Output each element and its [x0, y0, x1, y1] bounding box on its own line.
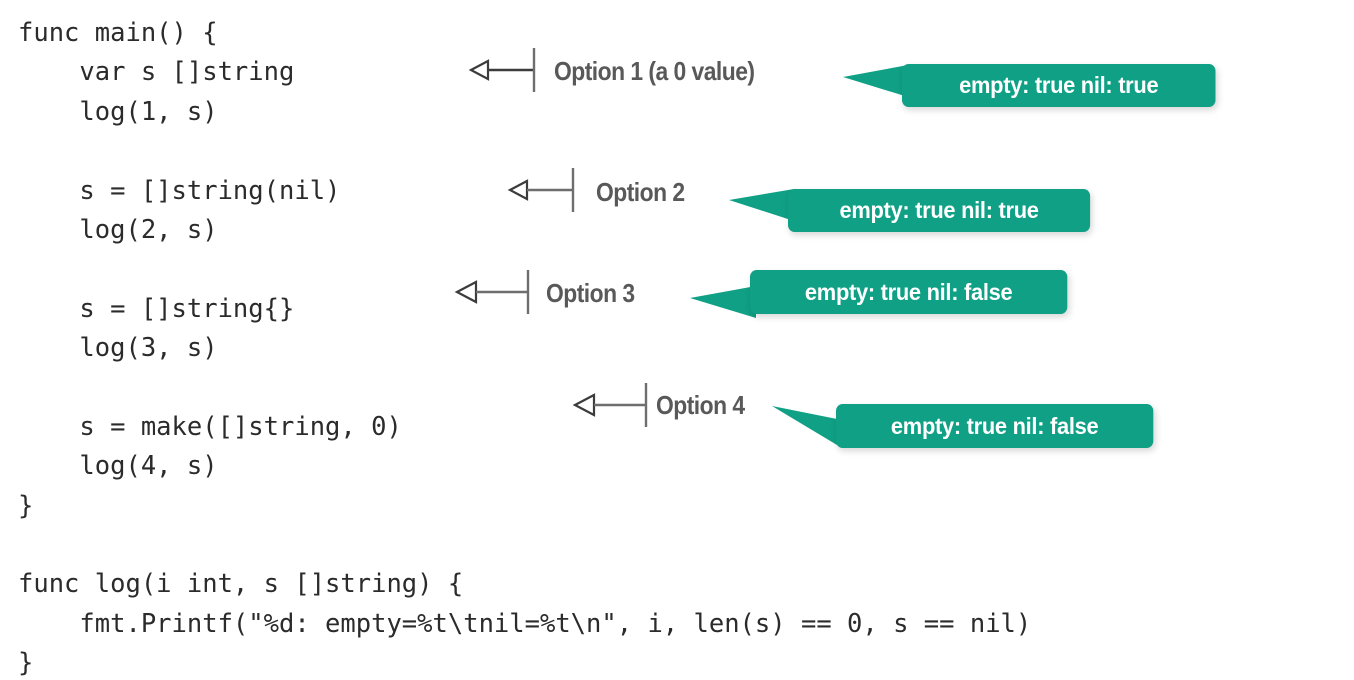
code-line: fmt.Printf("%d: empty=%t\tnil=%t\n", i, … — [18, 608, 1032, 639]
option-4-callout: empty: true nil: false — [836, 404, 1154, 448]
option-1-label: Option 1 (a 0 value) — [554, 56, 755, 86]
code-line: func main() { — [18, 18, 218, 48]
left-arrow-with-bar-icon — [452, 262, 536, 322]
code-line: var s []string — [18, 57, 295, 88]
code-line: log(3, s) — [18, 333, 218, 364]
go-code-block: func main() { var s []string log(1, s) s… — [18, 14, 1318, 680]
left-arrow-with-bar-icon — [570, 375, 654, 435]
left-arrow-with-bar-icon — [505, 160, 581, 220]
code-line — [18, 132, 1318, 171]
code-line: func log(i int, s []string) { — [18, 569, 464, 600]
code-line: s = make([]string, 0) — [18, 411, 402, 442]
option-4-label: Option 4 — [656, 390, 745, 420]
code-line — [18, 526, 1318, 565]
option-1-callout-text: empty: true nil: true — [959, 72, 1159, 98]
code-line: s = []string{} — [18, 293, 295, 324]
code-line: log(4, s) — [18, 451, 218, 482]
option-3-callout-text: empty: true nil: false — [804, 278, 1013, 305]
option-3-label: Option 3 — [546, 278, 635, 308]
option-2-label: Option 2 — [596, 177, 685, 207]
code-line: log(2, s) — [18, 214, 218, 245]
code-line: } — [18, 648, 34, 679]
code-line: s = []string(nil) — [18, 175, 341, 206]
option-1-callout: empty: true nil: true — [902, 64, 1216, 107]
left-arrow-with-bar-icon — [466, 40, 542, 100]
option-3-callout: empty: true nil: false — [750, 270, 1068, 314]
code-line: log(1, s) — [18, 96, 218, 127]
option-2-callout-text: empty: true nil: true — [839, 197, 1039, 223]
option-4-callout-text: empty: true nil: false — [890, 412, 1099, 439]
code-line — [18, 250, 1318, 289]
code-line: } — [18, 490, 34, 521]
option-2-callout: empty: true nil: true — [788, 189, 1091, 232]
